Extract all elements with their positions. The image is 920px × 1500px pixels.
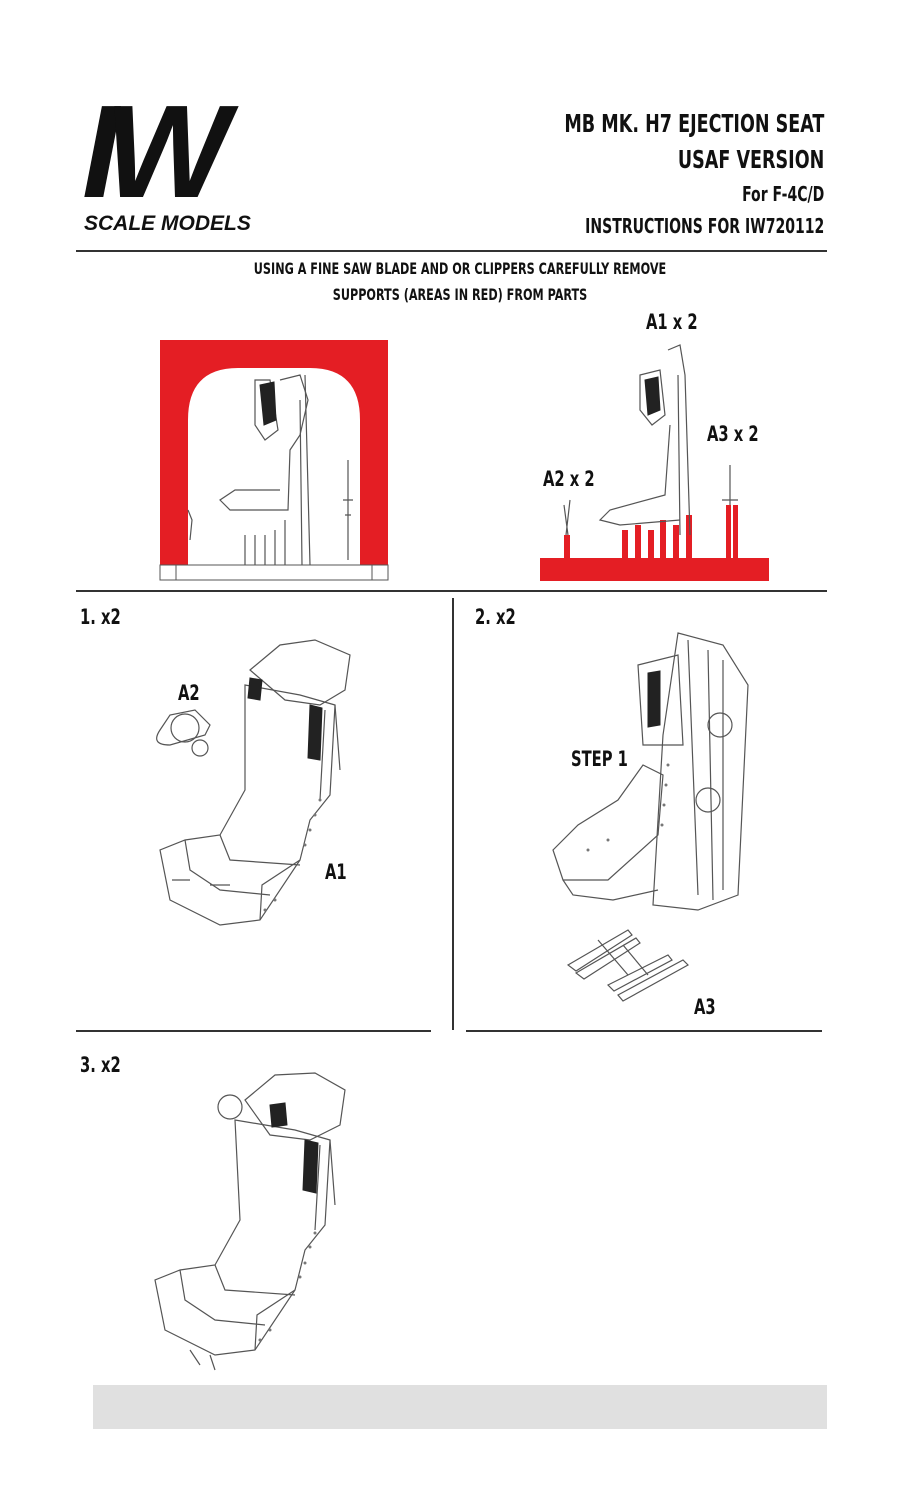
part-label-a2: A2 x 2 xyxy=(543,467,595,491)
header-divider xyxy=(76,250,827,252)
title-block: MB MK. H7 EJECTION SEAT USAF VERSION For… xyxy=(491,106,824,242)
step-2-label: 2. x2 xyxy=(475,605,516,629)
step-1-callout-a1: A1 xyxy=(325,860,347,884)
part-label-a1: A1 x 2 xyxy=(646,310,698,334)
instructions-line-1: USING A FINE SAW BLADE AND OR CLIPPERS C… xyxy=(253,259,667,278)
title-line-4: INSTRUCTIONS FOR IW720112 xyxy=(584,214,824,238)
sprue-frame-drawing xyxy=(159,340,389,581)
step-1-bottom-rule xyxy=(76,1030,431,1032)
section-divider-vertical xyxy=(452,598,454,1030)
step-2-bottom-rule xyxy=(466,1030,822,1032)
title-line-1: MB MK. H7 EJECTION SEAT xyxy=(564,109,824,138)
step-2-seat-drawing xyxy=(552,632,749,1002)
iw-logo: IW SCALE MODELS xyxy=(82,86,282,238)
step-1-label: 1. x2 xyxy=(80,605,121,629)
sprue-parts-drawing xyxy=(540,344,769,581)
step-3-label: 3. x2 xyxy=(80,1053,121,1077)
step-1-seat-drawing xyxy=(156,639,351,926)
step-3-seat-drawing xyxy=(154,1072,346,1371)
part-label-a3: A3 x 2 xyxy=(707,422,759,446)
instructions-line-2: SUPPORTS (AREAS IN RED) FROM PARTS xyxy=(332,285,588,304)
logo-mark: IW xyxy=(82,78,229,225)
step-1-callout-a2: A2 xyxy=(178,681,200,705)
footer-bar xyxy=(93,1385,827,1429)
instructions: USING A FINE SAW BLADE AND OR CLIPPERS C… xyxy=(0,256,920,308)
step-2-callout-a3: A3 xyxy=(694,995,716,1019)
title-line-3: For F-4C/D xyxy=(741,182,824,206)
section-divider-top xyxy=(76,590,827,592)
title-line-2: USAF VERSION xyxy=(677,145,824,174)
logo-subtitle: SCALE MODELS xyxy=(84,212,251,235)
step-2-callout-step: STEP 1 xyxy=(571,747,628,771)
